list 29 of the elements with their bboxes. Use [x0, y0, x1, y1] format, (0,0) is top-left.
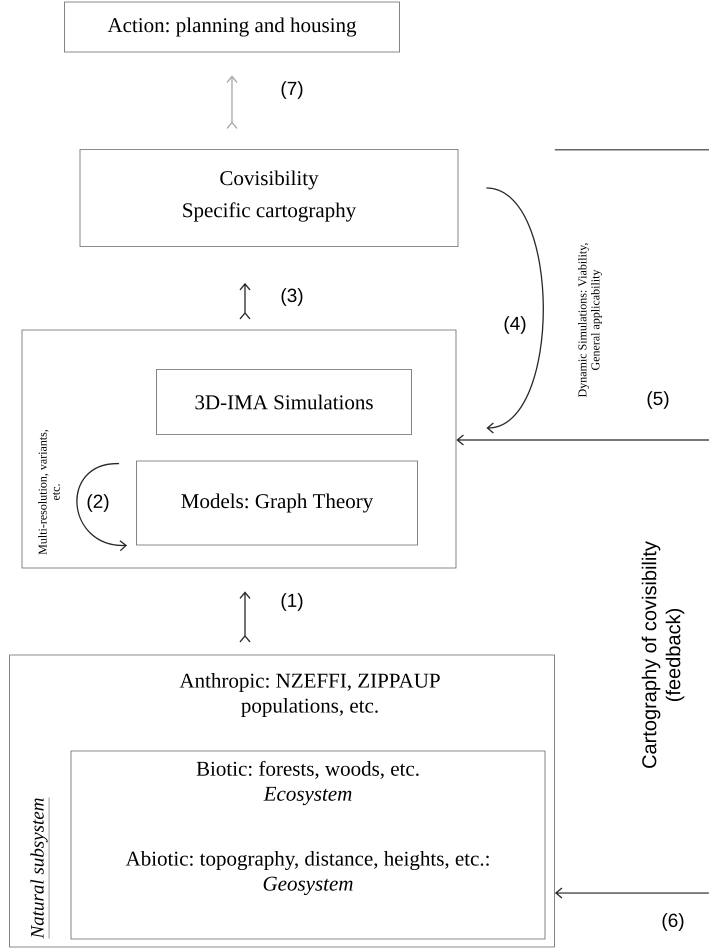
edge-label: (5): [645, 390, 671, 410]
side-heading: Cartography of covisibility (feedback): [642, 541, 684, 768]
process-box: [70, 750, 546, 940]
arrow: [76, 462, 128, 552]
arrow: [486, 187, 544, 434]
process-box: 3D-IMA Simulations: [156, 369, 412, 435]
side-note: Multi-resolution, variants, etc.: [38, 430, 60, 554]
edge-label: (1): [279, 592, 305, 612]
arrow: [554, 888, 709, 898]
side-heading: Natural subsystem: [30, 797, 50, 939]
arrow: [456, 434, 709, 446]
subsystem-box: [9, 654, 555, 948]
box-text: Biotic: forests, woods, etc. Ecosystem: [196, 760, 419, 806]
box-heading: Anthropic: NZEFFI, ZIPPAUP populations, etc.: [180, 672, 440, 718]
edge-label: (7): [279, 80, 305, 100]
box-text: Abiotic: topography, distance, heights, etc.: Geosystem: [126, 850, 489, 896]
arrow: [240, 282, 250, 320]
process-box: Covisibility Specific cartography: [80, 149, 458, 247]
arrow: [226, 75, 238, 129]
arrow: [240, 591, 250, 642]
edge-label: (6): [660, 912, 686, 932]
feedback-panel: [554, 149, 709, 768]
process-box: Models: Graph Theory: [136, 460, 418, 546]
side-note: Dynamic Simulations: Viability, General applicability: [578, 243, 602, 398]
action-box: Action: planning and housing: [64, 2, 400, 52]
frame-box: [22, 330, 456, 568]
edge-label: (4): [502, 315, 528, 335]
edge-label: (2): [85, 493, 111, 513]
edge-label: (3): [279, 287, 305, 307]
